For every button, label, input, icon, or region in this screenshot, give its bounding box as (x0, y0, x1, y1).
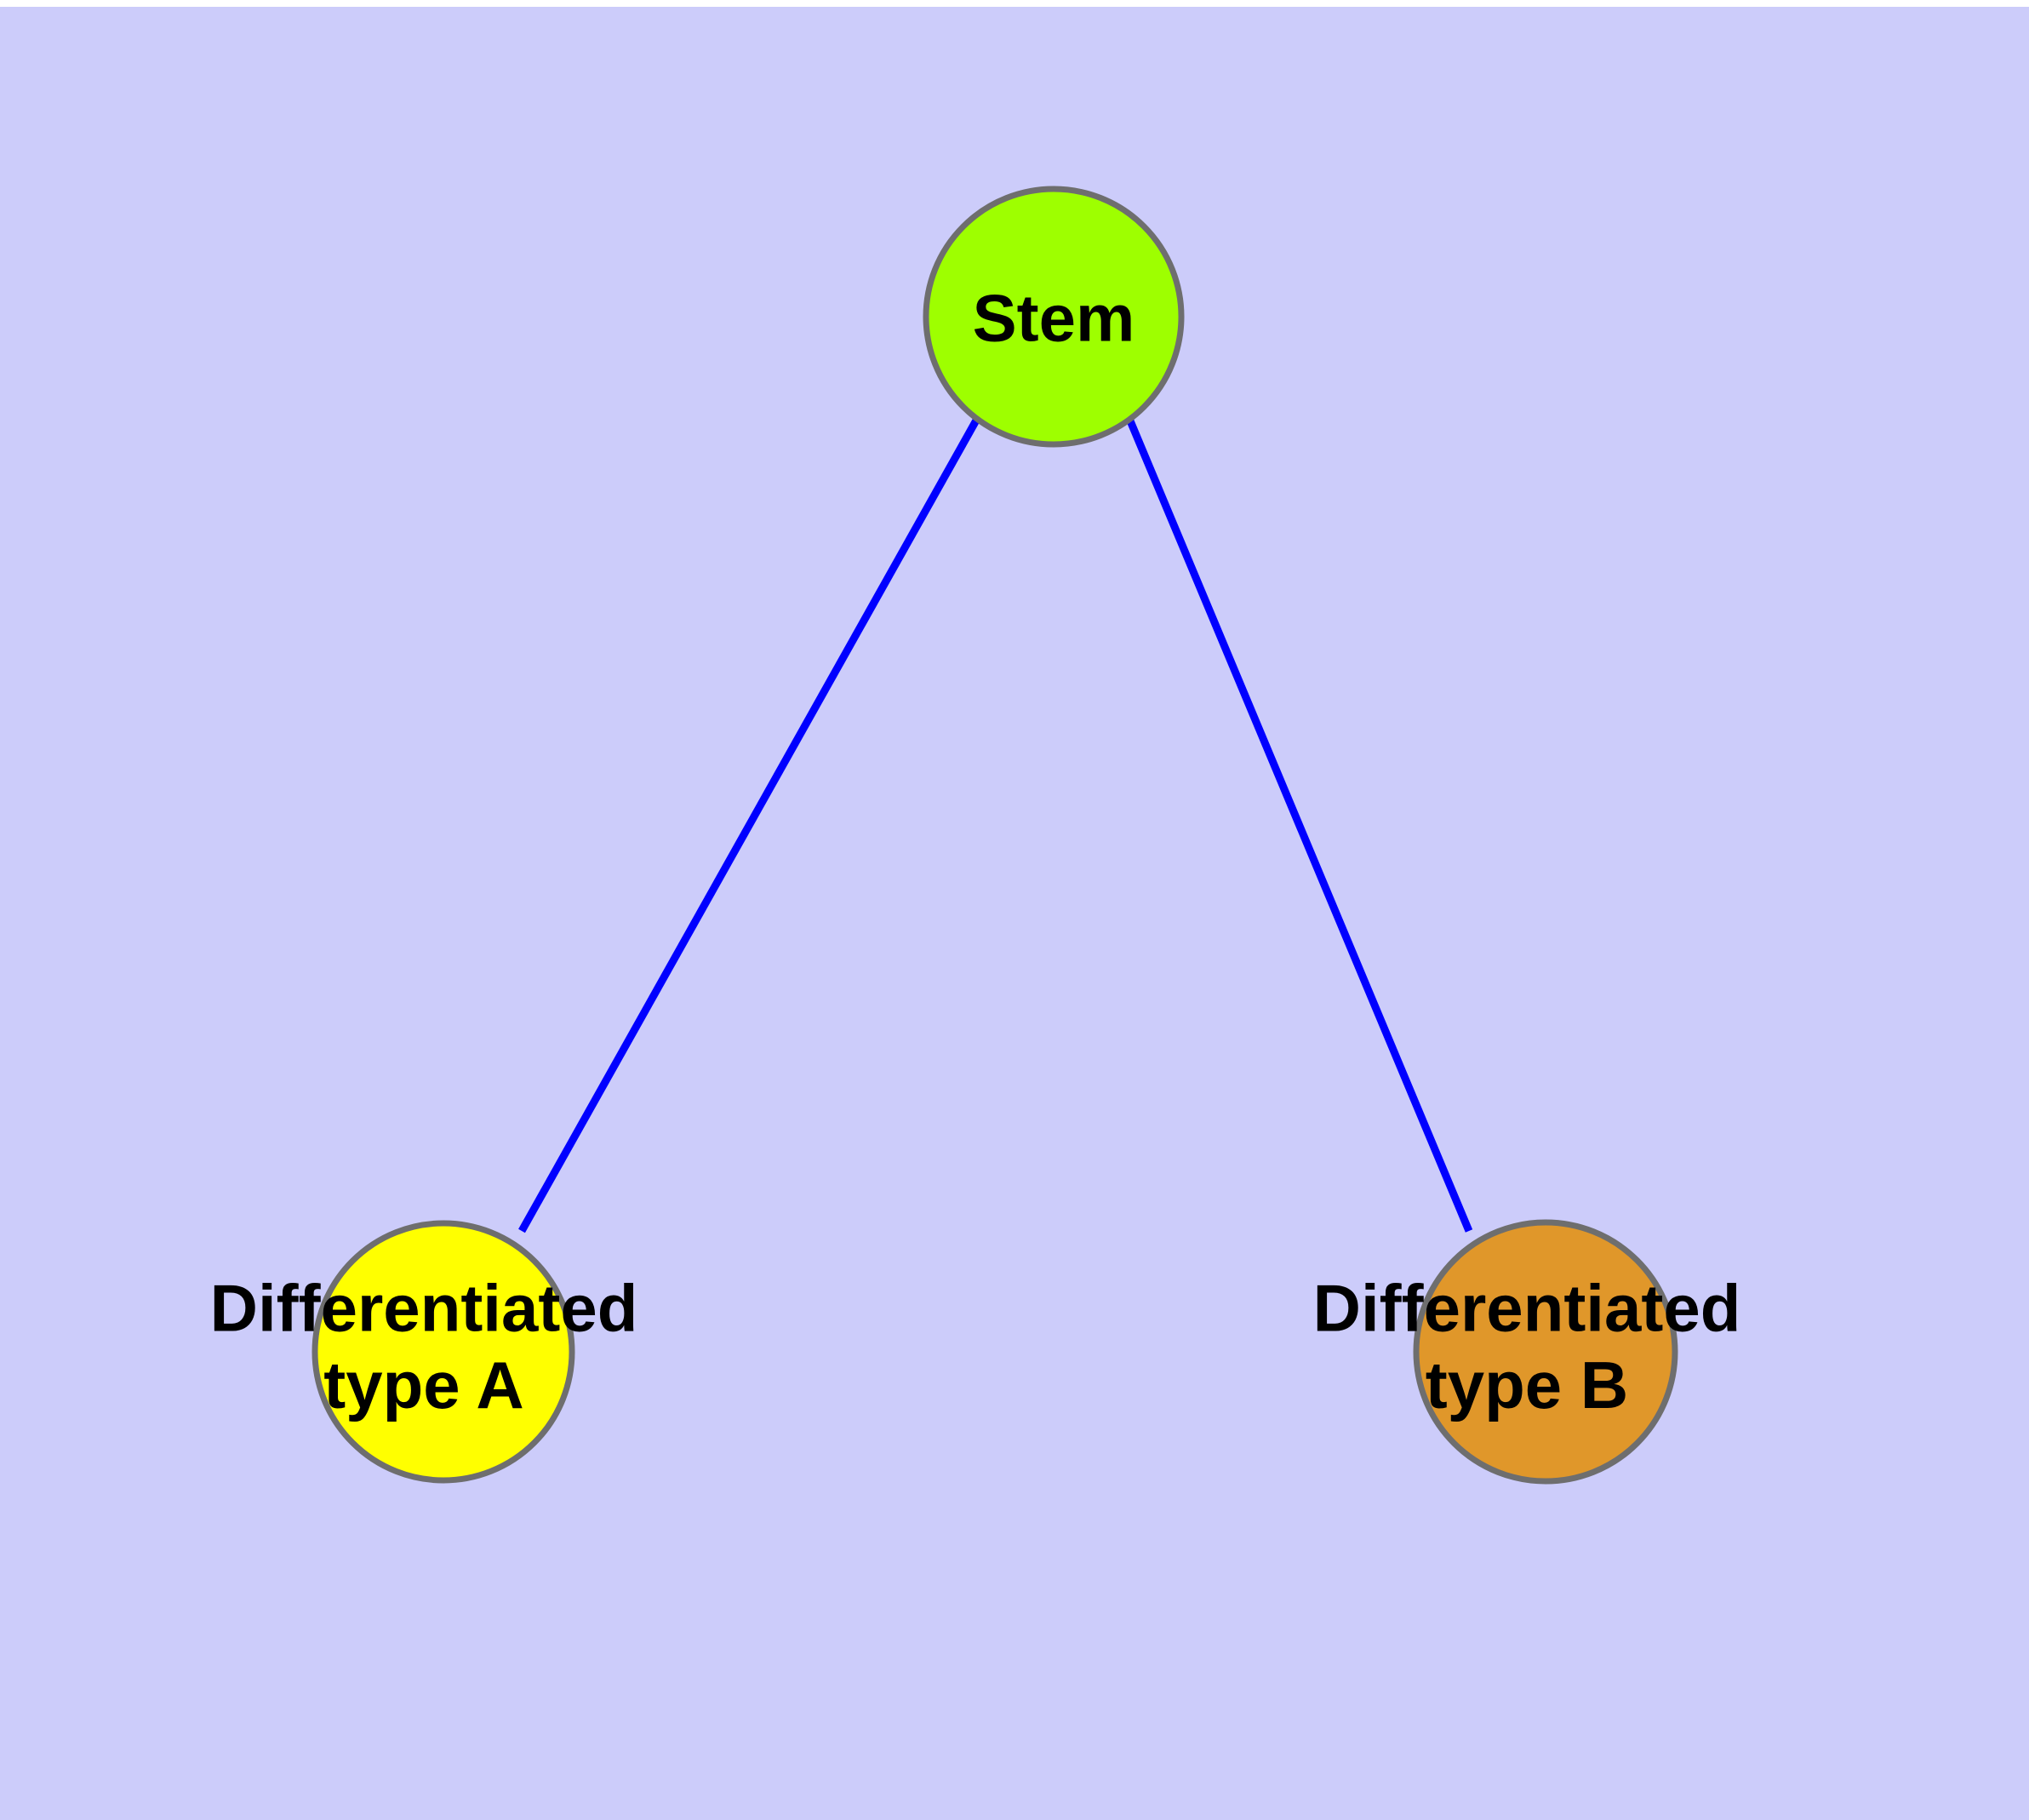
node-label-stem-line-1: Stem (973, 281, 1135, 356)
edges-layer (518, 416, 1473, 1233)
node-label-diff-b-line-2: type B (1426, 1348, 1628, 1422)
node-label-diff-a-line-2: type A (323, 1348, 524, 1422)
node-circle-diff-b[interactable] (1413, 1219, 1678, 1485)
edge-stem-to-diff-a[interactable] (518, 416, 980, 1233)
node-label-diff-b-line-1: Differentiated (1313, 1270, 1741, 1345)
node-stem[interactable]: Stem (923, 186, 1185, 448)
node-label-diff-a-line-1: Differentiated (210, 1270, 638, 1345)
edge-stem-to-diff-b[interactable] (1125, 417, 1473, 1233)
node-circle-diff-a[interactable] (311, 1220, 575, 1484)
node-circle-stem[interactable] (923, 186, 1185, 448)
